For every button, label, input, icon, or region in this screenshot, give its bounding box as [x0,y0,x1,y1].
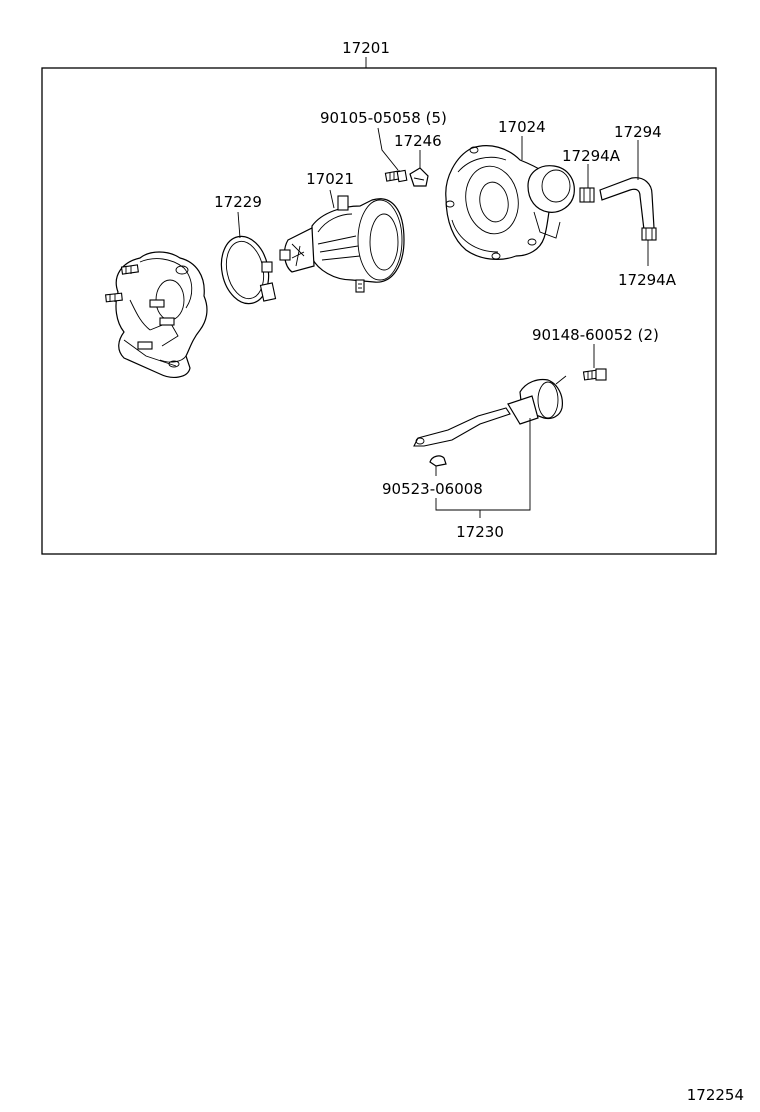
clip-actuator-part[interactable] [429,455,447,467]
bolt-actuator-label[interactable]: 90148-60052 (2) [532,326,659,344]
clip-upper-part[interactable] [579,187,595,203]
clamp-label[interactable]: 17229 [214,193,262,211]
hose-label[interactable]: 17294 [614,123,662,141]
center-cartridge-part[interactable] [279,195,405,293]
hose-part[interactable] [599,177,655,231]
center-cartridge-label[interactable]: 17021 [306,170,354,188]
clip-lower-label[interactable]: 17294A [618,271,677,289]
turbine-housing-part[interactable] [105,251,208,378]
figure-number: 172254 [687,1086,744,1104]
bolt-actuator-part[interactable] [582,368,607,381]
compressor-housing-label[interactable]: 17024 [498,118,546,136]
plate-part[interactable] [409,167,429,187]
assembly-number[interactable]: 17201 [342,39,390,57]
bolt-top-leader [377,127,399,171]
actuator-bracket [435,418,531,511]
clip-actuator-label[interactable]: 90523-06008 [382,480,483,498]
compressor-housing-part[interactable] [445,145,575,260]
assembly-frame [41,67,717,555]
center-cartridge-leader [329,189,335,209]
clip-lower-part[interactable] [641,227,657,241]
plate-label[interactable]: 17246 [394,132,442,150]
clamp-leader [237,211,241,239]
clamp-part[interactable] [215,232,277,308]
clip-upper-label[interactable]: 17294A [562,147,621,165]
actuator-part[interactable] [413,375,567,447]
actuator-label[interactable]: 17230 [456,523,504,541]
bolt-top-part[interactable] [384,169,408,183]
bolt-top-label[interactable]: 90105-05058 (5) [320,109,447,127]
